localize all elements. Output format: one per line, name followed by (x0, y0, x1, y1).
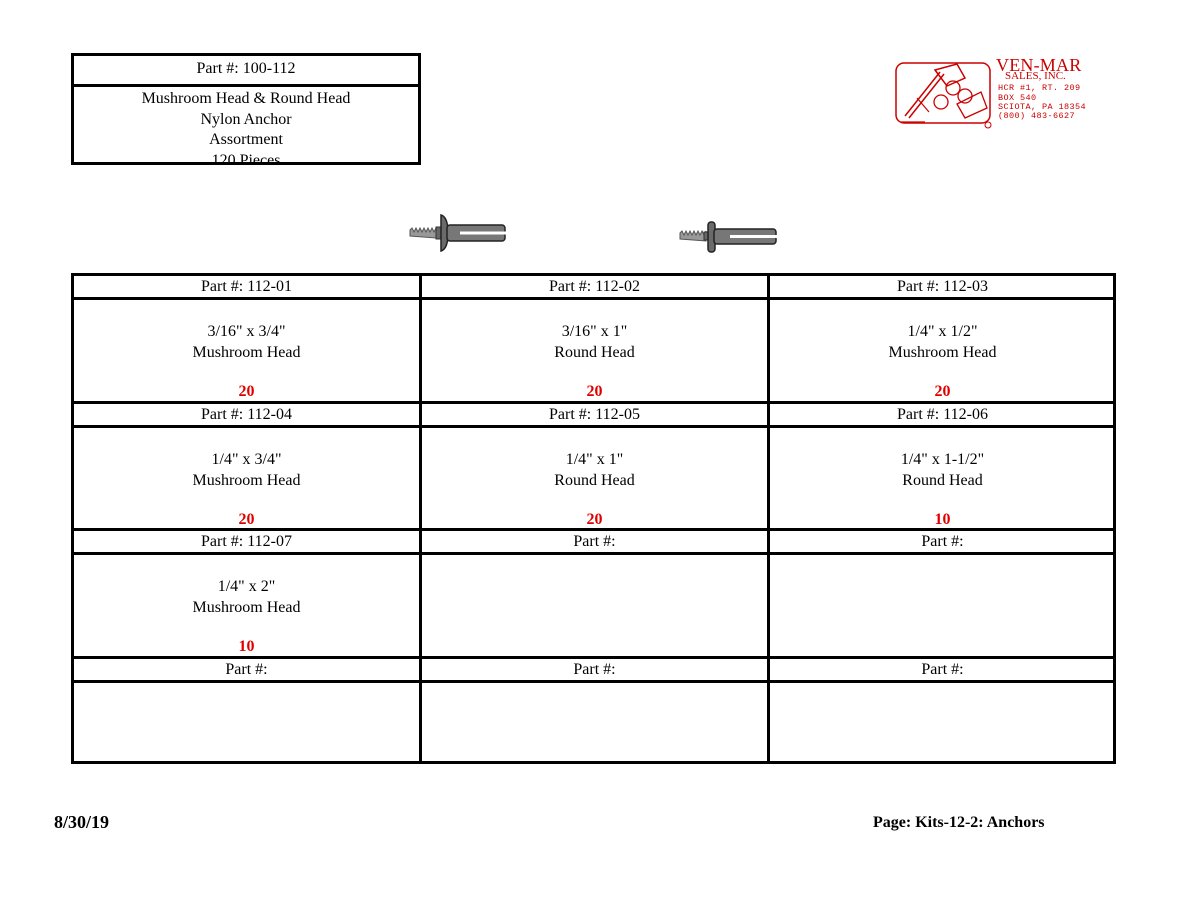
part-number-cell: Part #: (225, 661, 268, 678)
part-detail-cell (422, 555, 767, 659)
part-head-type: Mushroom Head (192, 472, 301, 489)
part-quantity: 10 (934, 511, 951, 528)
part-size: 1/4" x 1/2" (907, 323, 978, 340)
kit-part-number: Part #: 100-112 (74, 56, 418, 87)
grid-row-divider (74, 425, 1113, 428)
kit-desc-line: 120 Pieces (211, 151, 281, 169)
parts-grid: Part #: 112-01 3/16" x 3/4" Mushroom Head 2… (71, 273, 1116, 764)
logo-address-line: SCIOTA, PA 18354 (998, 102, 1087, 112)
grid-row-divider (74, 680, 1113, 683)
mushroom-head-anchor-icon (409, 214, 506, 252)
part-header-box: Part #: 100-112 Mushroom Head & Round He… (71, 53, 421, 169)
round-head-anchor-icon (679, 221, 777, 253)
part-quantity: 20 (238, 511, 255, 528)
part-detail-cell (770, 683, 1115, 766)
part-head-type: Mushroom Head (888, 344, 997, 361)
part-size: 3/16" x 3/4" (207, 323, 286, 340)
part-detail-cell (422, 683, 767, 766)
part-head-type: Round Head (902, 472, 983, 489)
part-number-cell: Part #: 112-02 (549, 278, 640, 295)
kit-description: Mushroom Head & Round Head Nylon Anchor … (74, 87, 418, 171)
part-size: 1/4" x 2" (217, 578, 276, 595)
part-quantity: 20 (238, 383, 255, 400)
part-number-cell: Part #: 112-01 (201, 278, 292, 295)
part-number-cell: Part #: (573, 533, 616, 550)
part-quantity: 20 (586, 511, 603, 528)
part-number-cell: Part #: 112-06 (897, 406, 988, 423)
grid-row-divider (74, 528, 1113, 531)
part-number-cell: Part #: (921, 661, 964, 678)
part-head-type: Round Head (554, 472, 635, 489)
kit-desc-line: Nylon Anchor (200, 110, 292, 128)
hammer-logo-icon (895, 62, 992, 129)
footer-page-label: Page: Kits-12-2: Anchors (873, 814, 1045, 831)
grid-row-divider (74, 401, 1113, 404)
part-number-cell: Part #: 112-05 (549, 406, 640, 423)
part-detail-cell (770, 555, 1115, 659)
logo-address-line: HCR #1, RT. 209 (998, 83, 1081, 93)
part-head-type: Mushroom Head (192, 344, 301, 361)
part-detail-cell: 1/4" x 1/2" Mushroom Head 20 (770, 300, 1115, 404)
kit-desc-line: Mushroom Head & Round Head (141, 90, 351, 107)
logo-company-name: VEN-MAR (996, 55, 1082, 75)
part-size: 1/4" x 1-1/2" (900, 451, 985, 468)
logo-company-sub: SALES, INC. (1005, 70, 1066, 82)
part-detail-cell: 3/16" x 3/4" Mushroom Head 20 (74, 300, 419, 404)
grid-row-divider (74, 656, 1113, 659)
grid-row-divider (74, 552, 1113, 555)
part-detail-cell: 1/4" x 2" Mushroom Head 10 (74, 555, 419, 659)
grid-column-divider (419, 276, 422, 761)
part-quantity: 20 (934, 383, 951, 400)
part-size: 1/4" x 3/4" (211, 451, 282, 468)
part-head-type: Mushroom Head (192, 599, 301, 616)
part-size: 3/16" x 1" (561, 323, 628, 340)
kit-desc-line: Assortment (209, 131, 283, 148)
part-detail-cell: 3/16" x 1" Round Head 20 (422, 300, 767, 404)
ven-mar-logo: VEN-MAR SALES, INC. HCR #1, RT. 209 BOX … (895, 55, 1105, 129)
part-quantity: 10 (238, 638, 255, 655)
footer-date: 8/30/19 (54, 812, 110, 832)
grid-column-divider (767, 276, 770, 761)
logo-address-line: BOX 540 (998, 93, 1037, 103)
part-detail-cell: 1/4" x 1-1/2" Round Head 10 (770, 428, 1115, 532)
part-head-type: Round Head (554, 344, 635, 361)
part-number-cell: Part #: (573, 661, 616, 678)
part-number-cell: Part #: 112-03 (897, 278, 988, 295)
part-number-cell: Part #: (921, 533, 964, 550)
logo-phone: (800) 483-6627 (998, 111, 1076, 121)
part-detail-cell: 1/4" x 1" Round Head 20 (422, 428, 767, 532)
part-detail-cell: 1/4" x 3/4" Mushroom Head 20 (74, 428, 419, 532)
part-quantity: 20 (586, 383, 603, 400)
part-number-cell: Part #: 112-04 (201, 406, 292, 423)
grid-row-divider (74, 297, 1113, 300)
part-size: 1/4" x 1" (565, 451, 624, 468)
part-detail-cell (74, 683, 419, 766)
part-number-cell: Part #: 112-07 (201, 533, 292, 550)
